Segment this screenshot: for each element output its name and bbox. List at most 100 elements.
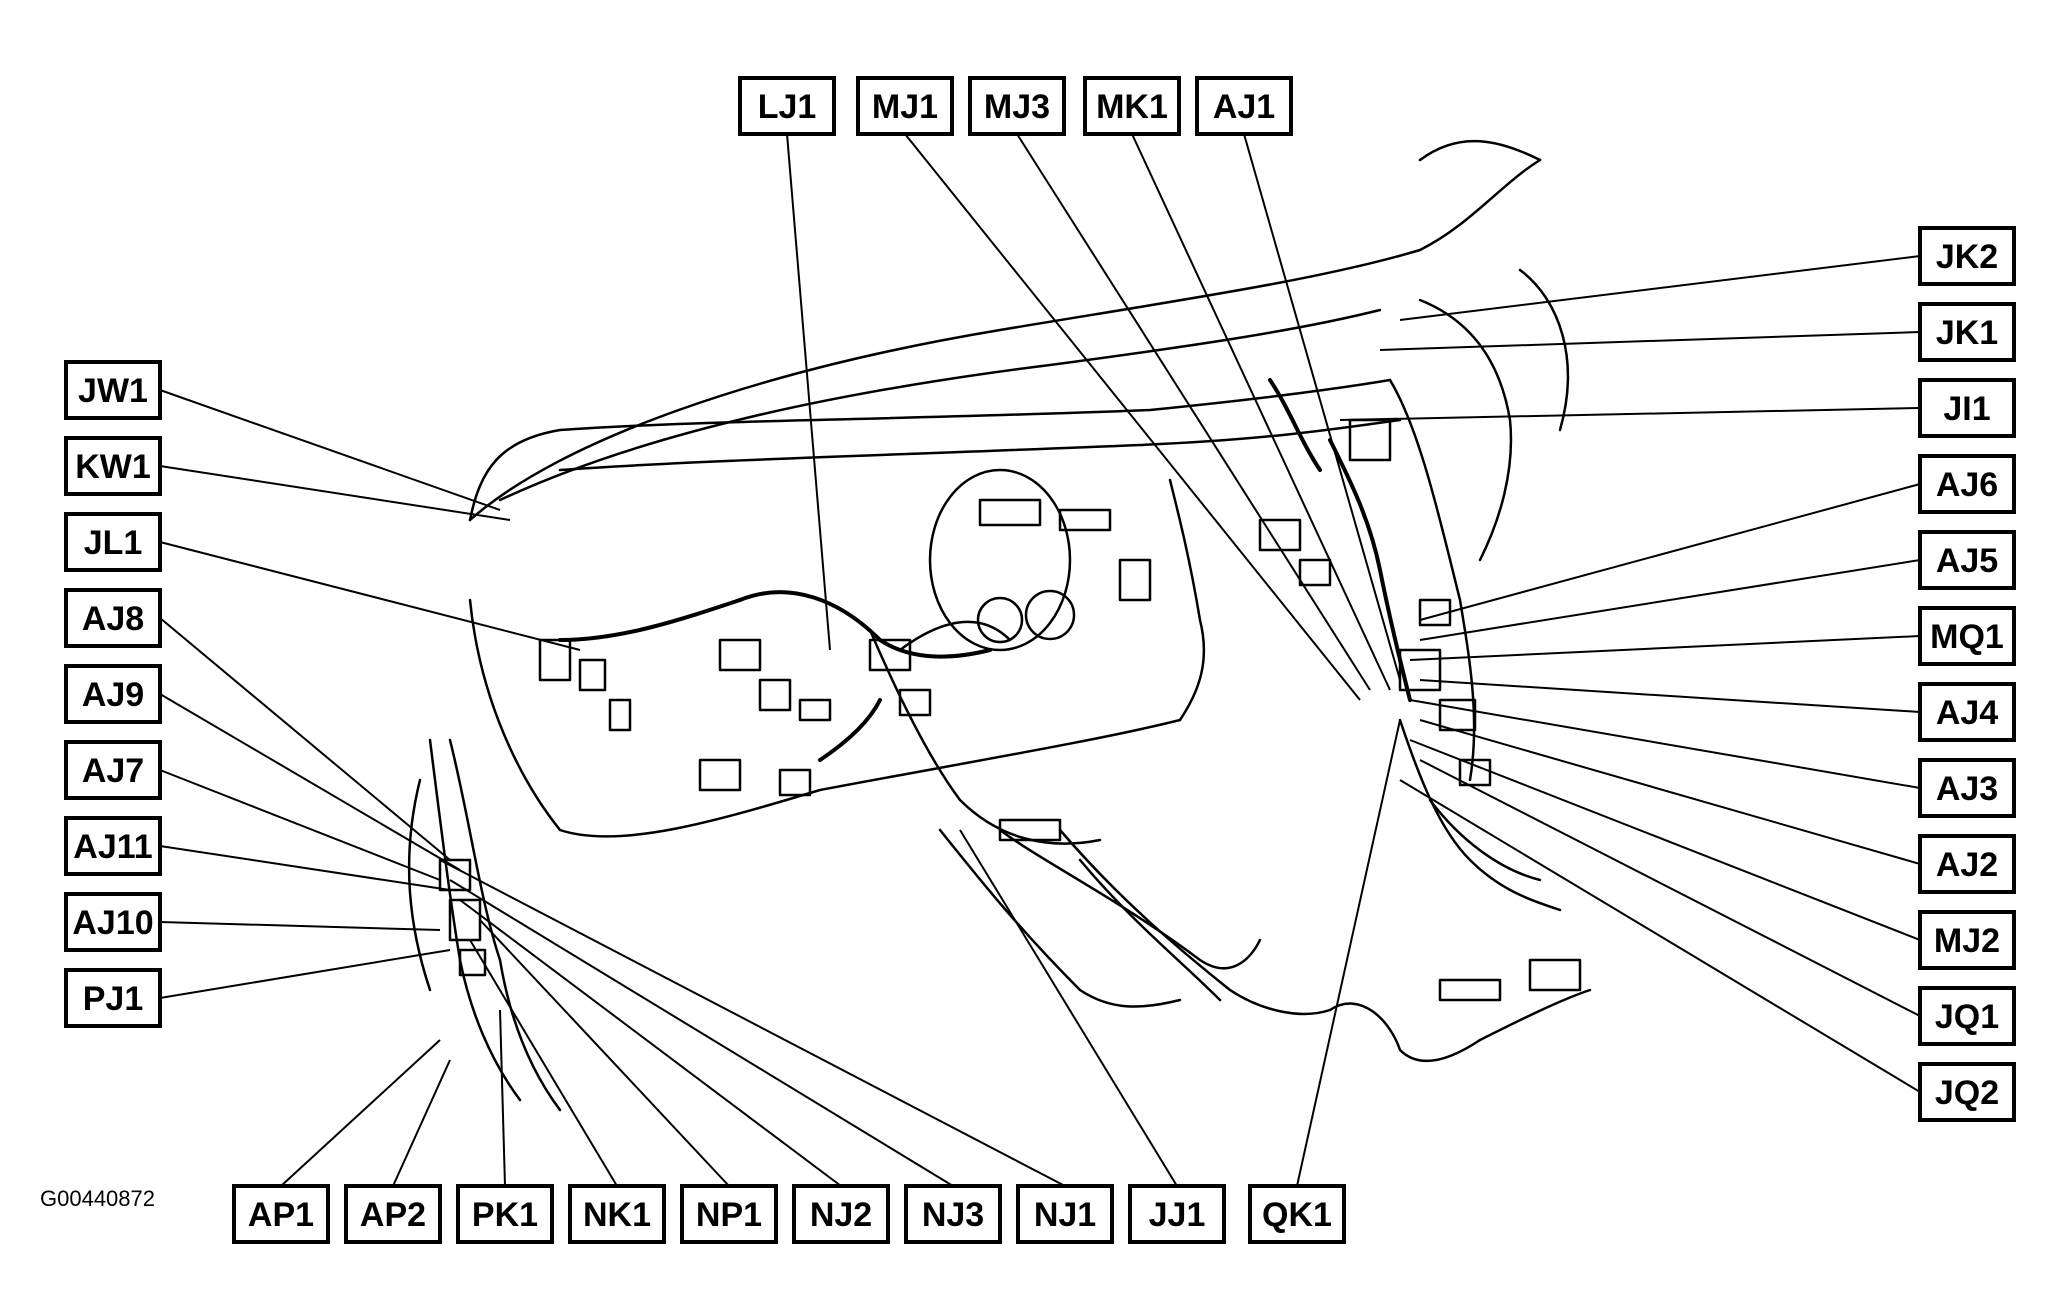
label-jl1: JL1 bbox=[64, 512, 162, 572]
label-nj3: NJ3 bbox=[904, 1184, 1002, 1244]
label-aj2: AJ2 bbox=[1918, 834, 2016, 894]
label-ap1: AP1 bbox=[232, 1184, 330, 1244]
label-box-frame bbox=[856, 76, 954, 136]
leader-line-aj3 bbox=[1409, 699, 1921, 789]
leader-line-aj11 bbox=[159, 845, 451, 891]
label-qk1: QK1 bbox=[1248, 1184, 1346, 1244]
leader-line-aj6 bbox=[1419, 483, 1921, 621]
label-box-frame bbox=[64, 588, 162, 648]
label-jk1: JK1 bbox=[1918, 302, 2016, 362]
leader-line-mj1 bbox=[904, 133, 1361, 701]
leader-line-nj1 bbox=[439, 859, 1066, 1187]
leader-line-aj8 bbox=[159, 617, 451, 861]
label-text: JQ1 bbox=[1935, 998, 1999, 1036]
label-box-frame bbox=[968, 76, 1066, 136]
label-jw1: JW1 bbox=[64, 360, 162, 420]
label-jq1: JQ1 bbox=[1918, 986, 2016, 1046]
label-text: NJ2 bbox=[810, 1196, 872, 1234]
leader-line-ap1 bbox=[280, 1039, 441, 1187]
leader-line-qk1 bbox=[1296, 719, 1401, 1187]
label-box-frame bbox=[568, 1184, 666, 1244]
label-box-frame bbox=[64, 968, 162, 1028]
label-box-frame bbox=[64, 436, 162, 496]
label-text: AJ7 bbox=[82, 752, 144, 790]
label-box-frame bbox=[1918, 1062, 2016, 1122]
label-nj2: NJ2 bbox=[792, 1184, 890, 1244]
label-nj1: NJ1 bbox=[1016, 1184, 1114, 1244]
label-box-frame bbox=[1016, 1184, 1114, 1244]
leader-line-nk1 bbox=[469, 939, 618, 1187]
label-text: JJ1 bbox=[1149, 1196, 1206, 1234]
label-box-frame bbox=[1918, 454, 2016, 514]
label-box-frame bbox=[1918, 226, 2016, 286]
label-aj1: AJ1 bbox=[1195, 76, 1293, 136]
label-box-frame bbox=[792, 1184, 890, 1244]
figure-id: G00440872 bbox=[40, 1186, 155, 1211]
dashboard-line-art bbox=[407, 139, 1592, 1112]
label-text: AJ1 bbox=[1213, 88, 1275, 126]
label-lj1: LJ1 bbox=[738, 76, 836, 136]
label-text: AJ11 bbox=[73, 828, 152, 866]
label-nk1: NK1 bbox=[568, 1184, 666, 1244]
label-text: AJ5 bbox=[1936, 542, 1998, 580]
label-box-frame bbox=[1918, 682, 2016, 742]
label-text: AJ10 bbox=[72, 904, 153, 942]
leader-line-np1 bbox=[479, 919, 730, 1187]
label-box-frame bbox=[1918, 606, 2016, 666]
leader-line-mj2 bbox=[1409, 739, 1921, 941]
label-aj5: AJ5 bbox=[1918, 530, 2016, 590]
label-box-frame bbox=[904, 1184, 1002, 1244]
leader-line-jl1 bbox=[159, 541, 581, 651]
label-text: AJ9 bbox=[82, 676, 144, 714]
leader-line-pj1 bbox=[159, 949, 451, 999]
label-text: MQ1 bbox=[1930, 618, 2004, 656]
label-mq1: MQ1 bbox=[1918, 606, 2016, 666]
leader-line-aj7 bbox=[159, 769, 441, 881]
label-aj11: AJ11 bbox=[64, 816, 162, 876]
label-text: MJ2 bbox=[1934, 922, 2000, 960]
leader-line-jq1 bbox=[1419, 759, 1921, 1017]
label-box-frame bbox=[1195, 76, 1293, 136]
label-text: PK1 bbox=[472, 1196, 538, 1234]
label-box-frame bbox=[1918, 834, 2016, 894]
label-text: MJ3 bbox=[984, 88, 1050, 126]
label-box-frame bbox=[64, 664, 162, 724]
label-aj6: AJ6 bbox=[1918, 454, 2016, 514]
leader-line-nj3 bbox=[449, 879, 954, 1187]
label-box-frame bbox=[344, 1184, 442, 1244]
label-text: KW1 bbox=[75, 448, 151, 486]
label-mk1: MK1 bbox=[1083, 76, 1181, 136]
leader-line-aj5 bbox=[1419, 559, 1921, 641]
label-pk1: PK1 bbox=[456, 1184, 554, 1244]
label-text: JK2 bbox=[1936, 238, 1998, 276]
label-text: AP1 bbox=[248, 1196, 314, 1234]
leader-line-mk1 bbox=[1131, 133, 1391, 691]
label-text: NK1 bbox=[583, 1196, 651, 1234]
label-text: MK1 bbox=[1096, 88, 1168, 126]
label-box-frame bbox=[1918, 378, 2016, 438]
label-text: NP1 bbox=[696, 1196, 762, 1234]
label-ap2: AP2 bbox=[344, 1184, 442, 1244]
leader-line-jj1 bbox=[959, 829, 1178, 1187]
label-mj3: MJ3 bbox=[968, 76, 1066, 136]
label-box-frame bbox=[1083, 76, 1181, 136]
label-aj7: AJ7 bbox=[64, 740, 162, 800]
label-text: JI1 bbox=[1943, 390, 1990, 428]
label-text: AJ4 bbox=[1936, 694, 1998, 732]
label-text: JL1 bbox=[84, 524, 143, 562]
leader-line-jk1 bbox=[1379, 331, 1921, 351]
label-pj1: PJ1 bbox=[64, 968, 162, 1028]
label-box-frame bbox=[456, 1184, 554, 1244]
label-box-frame bbox=[1918, 986, 2016, 1046]
leader-line-jq2 bbox=[1399, 779, 1921, 1093]
label-box-frame bbox=[738, 76, 836, 136]
label-box-frame bbox=[1918, 758, 2016, 818]
leader-line-aj10 bbox=[159, 921, 441, 931]
label-np1: NP1 bbox=[680, 1184, 778, 1244]
label-box-frame bbox=[64, 512, 162, 572]
leader-line-mj3 bbox=[1016, 133, 1371, 691]
label-text: AJ3 bbox=[1936, 770, 1998, 808]
label-text: NJ3 bbox=[922, 1196, 984, 1234]
